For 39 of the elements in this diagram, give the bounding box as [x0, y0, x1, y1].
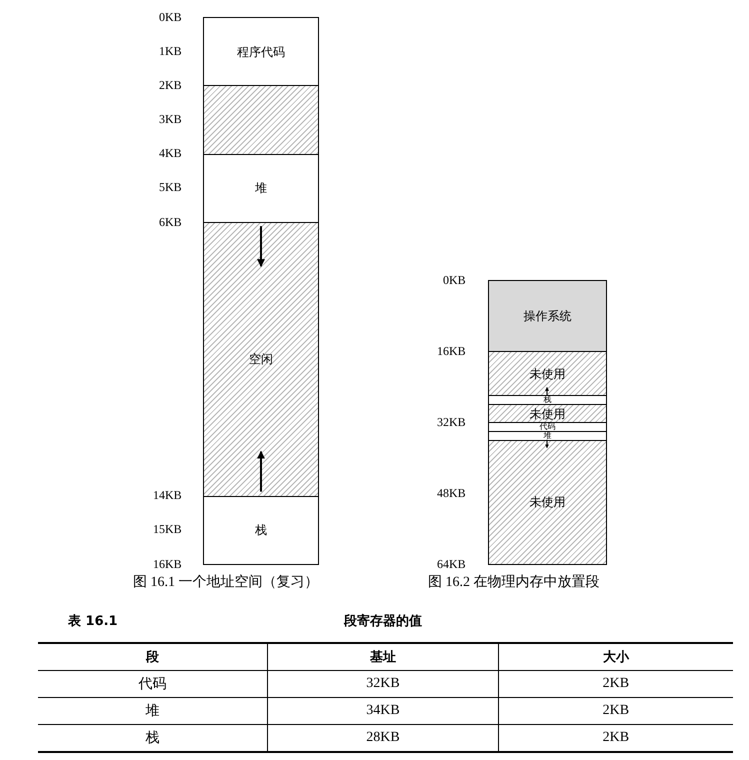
- figure-caption: 图 16.2 在物理内存中放置段: [428, 574, 600, 591]
- memory-segment: 未使用: [488, 440, 607, 565]
- axis-tick-label: 16KB: [437, 344, 466, 358]
- table-cell: 2KB: [498, 698, 733, 724]
- table-cell: 代码: [38, 670, 268, 698]
- column-header: 大小: [498, 643, 733, 670]
- axis-tick-label: 32KB: [437, 414, 466, 430]
- unused-segment: [203, 85, 319, 155]
- memory-segment: 操作系统: [488, 280, 607, 352]
- table-cell: 2KB: [498, 724, 733, 752]
- memory-segment: 未使用: [488, 351, 607, 396]
- memory-segment: 栈: [203, 496, 319, 566]
- axis-tick-label: 1KB: [159, 44, 182, 59]
- column-header: 基址: [268, 643, 498, 670]
- memory-segment: 未使用: [488, 404, 607, 423]
- axis-tick-label: 3KB: [159, 112, 182, 128]
- memory-segment: 代码: [488, 422, 607, 432]
- column-header: 段: [38, 643, 268, 670]
- table-cell: 栈: [38, 724, 268, 752]
- axis-tick-label: 15KB: [153, 522, 182, 538]
- table-cell: 28KB: [268, 724, 498, 752]
- table-number: 表 16.1: [68, 613, 118, 630]
- axis-tick-label: 0KB: [443, 272, 466, 288]
- table-cell: 34KB: [268, 698, 498, 724]
- figure-caption: 图 16.1 一个地址空间（复习）: [133, 573, 318, 591]
- axis-tick-label: 16KB: [153, 556, 182, 572]
- axis-tick-label: 14KB: [153, 488, 182, 504]
- table-cell: 堆: [38, 698, 268, 724]
- axis-tick-label: 4KB: [159, 146, 182, 162]
- axis-tick-label: 2KB: [159, 78, 182, 93]
- axis-tick-label: 64KB: [437, 556, 466, 572]
- table-cell: 32KB: [268, 670, 498, 698]
- axis-tick-label: 0KB: [159, 10, 182, 24]
- axis-tick-label: 6KB: [159, 214, 182, 230]
- memory-segment: 空闲: [203, 222, 319, 497]
- axis-tick-label: 5KB: [159, 180, 182, 196]
- table-cell: 2KB: [498, 670, 733, 698]
- table-title: 段寄存器的值: [344, 612, 422, 630]
- axis-tick-label: 48KB: [437, 486, 466, 500]
